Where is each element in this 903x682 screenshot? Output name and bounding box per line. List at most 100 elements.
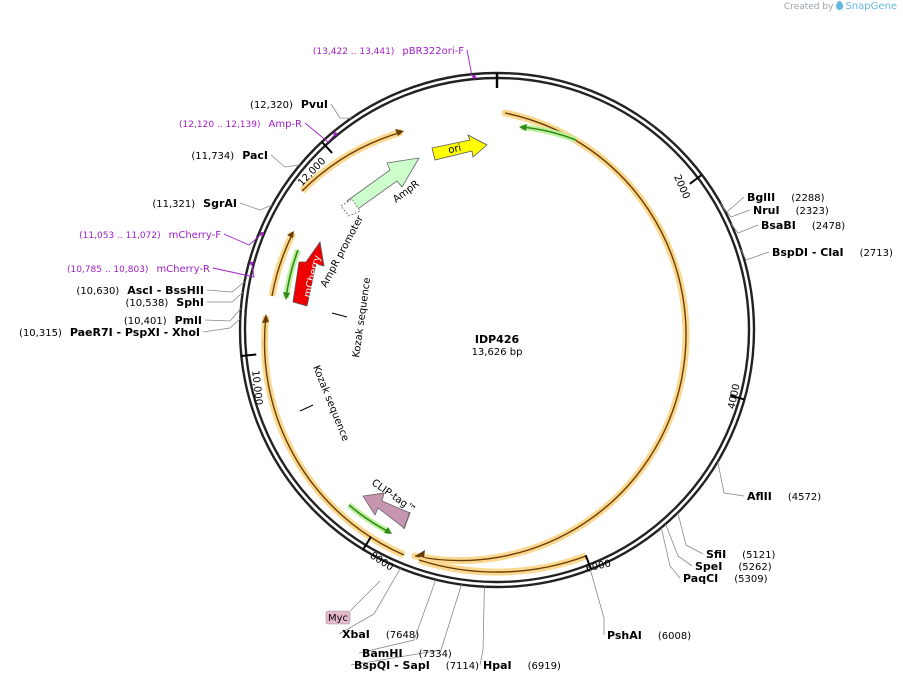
site-leader-bspdi-clai bbox=[740, 249, 770, 261]
primer-label-mcherry-f: (11,053 .. 11,072)mCherry-F bbox=[79, 230, 221, 241]
green-arc-top-arrow bbox=[519, 124, 527, 131]
feature-kozak-2: Kozak sequence bbox=[299, 364, 351, 443]
primer-name-amp-r: Amp-R bbox=[269, 119, 303, 130]
orf-arc-left bbox=[261, 315, 406, 559]
kozak-2-tick bbox=[299, 404, 314, 412]
snapgene-brand-text: SnapGene bbox=[845, 1, 897, 12]
site-label-bglii: BglII(2288) bbox=[747, 191, 825, 204]
site-position-hpai: (6919) bbox=[528, 661, 561, 672]
primer-label-pbr322ori-f: (13,422 .. 13,441)pBR322ori-F bbox=[313, 46, 464, 57]
site-name-spei: SpeI bbox=[695, 560, 722, 573]
site-position-xbai: (7648) bbox=[386, 630, 419, 641]
site-label-bamhi: BamHI (7334) bbox=[362, 647, 452, 660]
site-label-paqci: PaqCI(5309) bbox=[683, 572, 768, 585]
primer-leader-amp-r bbox=[304, 122, 336, 143]
site-label-nrui: NruI(2323) bbox=[753, 204, 829, 217]
primer-mark-amp-r bbox=[333, 132, 338, 136]
site-label-paer7i-pspxi-xhoi: (10,315)PaeR7I - PspXI - XhoI bbox=[19, 326, 200, 339]
site-name-pvui: PvuI bbox=[301, 98, 328, 111]
site-name-paci: PacI bbox=[242, 149, 268, 162]
site-leader-pvui bbox=[330, 103, 352, 119]
site-name-bamhi: BamHI bbox=[362, 647, 403, 660]
ampr-arrow bbox=[346, 157, 420, 212]
site-position-aflii: (4572) bbox=[788, 492, 821, 503]
site-leader-aflii bbox=[717, 461, 745, 497]
site-label-bspdi-clai: BspDI - ClaI(2713) bbox=[772, 246, 893, 259]
tick-12000 bbox=[321, 141, 333, 154]
site-name-aflii: AflII bbox=[747, 490, 772, 503]
site-position-nrui: (2323) bbox=[796, 206, 829, 217]
site-label-sfii: SfiI (5121) bbox=[706, 548, 776, 561]
primer-mark-mcherry-r bbox=[250, 261, 254, 266]
myc-label: Myc bbox=[328, 613, 348, 624]
site-position-paci: (11,734) bbox=[191, 151, 234, 162]
site-leader-sphi bbox=[207, 292, 244, 303]
tick-10000 bbox=[241, 353, 257, 357]
feature-ori: ori bbox=[431, 134, 488, 161]
tick-2000 bbox=[689, 173, 703, 185]
tick-label-4000: 4000 bbox=[727, 383, 743, 410]
mcherry-arrow bbox=[292, 240, 325, 307]
tick-6000 bbox=[584, 554, 593, 570]
clip-tag-arrow bbox=[362, 492, 411, 529]
tick-8000 bbox=[362, 536, 372, 550]
primer-label-mcherry-r: (10,785 .. 10,803) mCherry-R bbox=[67, 264, 210, 275]
backbone-outer-circle bbox=[238, 71, 756, 589]
tick-label-2000: 2000 bbox=[671, 173, 691, 201]
site-leader-hpai bbox=[479, 586, 485, 666]
site-leader-sgrai bbox=[239, 202, 273, 211]
kozak-1-tick bbox=[331, 312, 348, 318]
orf-arc-main bbox=[411, 109, 690, 564]
clip-tag-end bbox=[403, 511, 411, 530]
site-name-bspqi-sapi: BspQI - SapI bbox=[354, 659, 430, 672]
primer-range-amp-r: (12,120 .. 12,139) bbox=[179, 120, 260, 130]
site-name-pshai: PshAI bbox=[607, 629, 642, 642]
ampr-label: AmpR bbox=[391, 179, 422, 206]
site-position-pvui: (12,320) bbox=[250, 100, 293, 111]
site-position-paqci: (5309) bbox=[734, 574, 767, 585]
site-position-pmli: (10,401) bbox=[124, 316, 167, 327]
site-position-bglii: (2288) bbox=[791, 193, 824, 204]
site-leader-pmli bbox=[204, 308, 242, 322]
site-name-bspdi-clai: BspDI - ClaI bbox=[772, 246, 844, 259]
ori-arrow bbox=[431, 134, 488, 161]
site-leader-paqci bbox=[660, 527, 681, 579]
snapgene-logo-icon bbox=[836, 1, 844, 10]
site-leader-asci-bsshii bbox=[206, 281, 245, 293]
site-leader-sfii bbox=[677, 512, 704, 555]
site-leader-bamhi bbox=[358, 579, 437, 654]
site-position-sfii: (5121) bbox=[742, 550, 775, 561]
site-position-bamhi: (7334) bbox=[419, 649, 452, 660]
site-label-paci: (11,734) PacI bbox=[191, 149, 268, 162]
site-position-bspqi-sapi: (7114) bbox=[446, 661, 479, 672]
site-label-pvui: (12,320) PvuI bbox=[250, 98, 328, 111]
orf-arc-mid-line bbox=[418, 555, 587, 573]
kozak-1-label: Kozak sequence bbox=[351, 277, 373, 358]
site-label-xbai: XbaI(7648) bbox=[342, 628, 419, 641]
feature-ampr: AmpR AmpR promoter bbox=[319, 157, 422, 289]
backbone-inner-circle bbox=[243, 76, 751, 584]
site-label-spei: SpeI(5262) bbox=[695, 560, 772, 573]
site-position-bsabi: (2478) bbox=[812, 221, 845, 232]
site-leader-spei bbox=[665, 523, 693, 567]
site-leader-pshai bbox=[589, 569, 605, 635]
primer-mark-mcherry-f bbox=[260, 231, 264, 236]
site-leader-bspqi-sapi bbox=[350, 584, 462, 666]
orf-arc-main-line bbox=[414, 112, 687, 562]
site-label-sphi: (10,538)SphI bbox=[125, 296, 204, 309]
site-leader-paci bbox=[270, 154, 301, 168]
primer-mark-pbr322ori-f bbox=[472, 75, 476, 79]
site-name-sfii: SfiI bbox=[706, 548, 726, 561]
ori-label: ori bbox=[447, 143, 462, 156]
orf-arc-upper-left-arrow bbox=[395, 129, 404, 136]
primer-leader-mcherry-r bbox=[212, 263, 255, 278]
site-leader-paer7i-pspxi-xhoi bbox=[202, 318, 241, 333]
myc-leader bbox=[349, 580, 381, 612]
green-arcs bbox=[283, 124, 578, 535]
primer-name-mcherry-r: mCherry-R bbox=[156, 264, 210, 275]
primer-range-mcherry-r: (10,785 .. 10,803) bbox=[67, 265, 148, 275]
site-label-bsabi: BsaBI(2478) bbox=[761, 219, 845, 232]
site-position-sphi: (10,538) bbox=[125, 298, 168, 309]
site-label-asci-bsshii: (10,630)AscI - BssHII bbox=[76, 284, 204, 297]
